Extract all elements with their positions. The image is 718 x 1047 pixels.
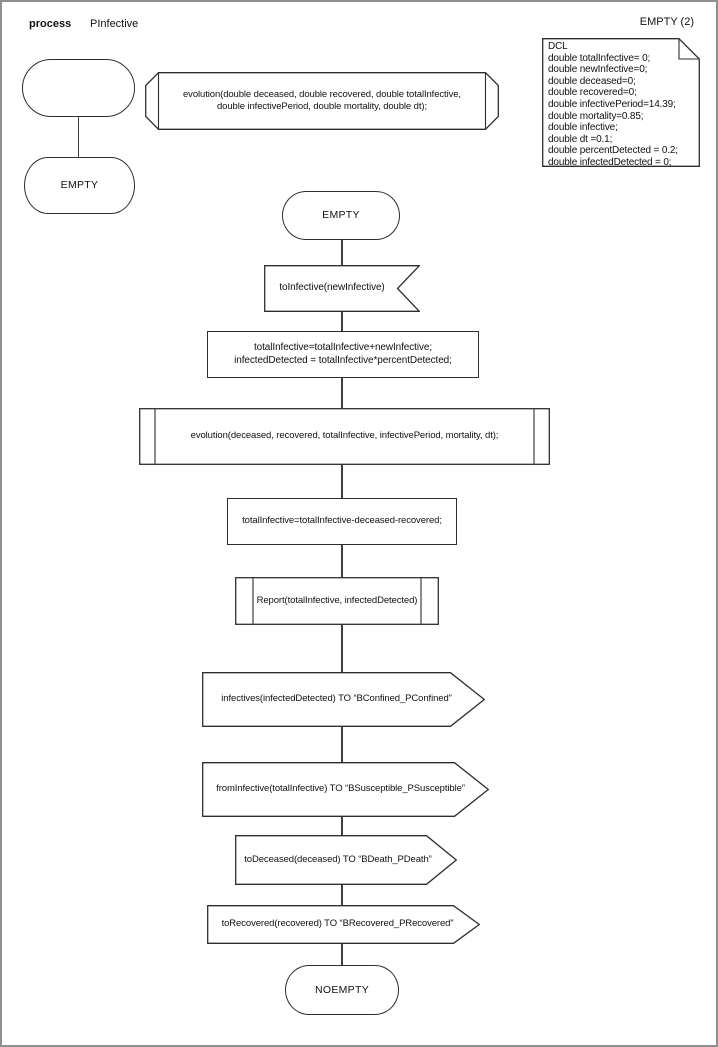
procedure-declaration-evolution[interactable]: evolution(double deceased, double recove… [145, 72, 499, 130]
output-frominfective-label: fromInfective(totalInfective) TO “BSusce… [216, 783, 465, 795]
note-outline [542, 38, 700, 167]
state-empty-initial-label: EMPTY [60, 179, 99, 192]
connector-line [341, 545, 343, 577]
task-update-totals-label: totalInfective=totalInfective+newInfecti… [234, 342, 452, 366]
output-todeceased-outline [235, 835, 457, 885]
state-empty-initial[interactable]: EMPTY [24, 157, 135, 214]
output-torecovered[interactable]: toRecovered(recovered) TO “BRecovered_PR… [207, 905, 480, 944]
output-torecovered-label: toRecovered(recovered) TO “BRecovered_PR… [221, 918, 454, 930]
connector-line [341, 240, 343, 265]
input-toinfective-label: toInfective(newInfective) [279, 282, 385, 294]
connector-line [341, 817, 343, 835]
procedure-call-outline [139, 408, 550, 465]
process-name: PInfective [90, 18, 139, 30]
input-toinfective[interactable]: toInfective(newInfective) [264, 265, 420, 312]
output-infectives[interactable]: infectives(infectedDetected) TO “BConfin… [202, 672, 485, 727]
output-todeceased-label: toDeceased(deceased) TO “BDeath_PDeath” [244, 853, 432, 865]
note-fold [678, 38, 700, 60]
procedure-call-evolution[interactable]: evolution(deceased, recovered, totalInfe… [139, 408, 550, 465]
page-label: EMPTY (2) [639, 16, 694, 28]
task-adjust-totals[interactable]: totalInfective=totalInfective-deceased-r… [227, 498, 457, 545]
connector-line [341, 312, 343, 331]
procedure-call-report-label: Report(totalInfective, infectedDetected) [256, 594, 418, 606]
procedure-declaration-label: evolution(double deceased, double recove… [183, 88, 461, 113]
state-empty-main[interactable]: EMPTY [282, 191, 400, 240]
input-outline [264, 265, 420, 312]
connector-line [77, 117, 79, 157]
output-torecovered-outline [207, 905, 480, 944]
connector-line [341, 727, 343, 762]
process-keyword: process [29, 18, 72, 30]
output-frominfective[interactable]: fromInfective(totalInfective) TO “BSusce… [202, 762, 489, 817]
connector-line [341, 885, 343, 905]
procedure-declaration-outline [145, 72, 499, 130]
connector-line [341, 378, 343, 408]
report-call-outline [235, 577, 439, 625]
output-infectives-label: infectives(infectedDetected) TO “BConfin… [221, 693, 452, 705]
connector-line [341, 625, 343, 672]
task-adjust-totals-label: totalInfective=totalInfective-deceased-r… [242, 515, 442, 527]
state-noempty[interactable]: NOEMPTY [285, 965, 399, 1015]
procedure-call-evolution-label: evolution(deceased, recovered, totalInfe… [190, 430, 499, 442]
task-update-totals[interactable]: totalInfective=totalInfective+newInfecti… [207, 331, 479, 378]
output-todeceased[interactable]: toDeceased(deceased) TO “BDeath_PDeath” [235, 835, 457, 885]
process-start-symbol[interactable] [22, 59, 135, 117]
output-frominfective-outline [202, 762, 489, 817]
state-empty-main-label: EMPTY [322, 209, 360, 222]
output-infectives-outline [202, 672, 485, 727]
state-noempty-label: NOEMPTY [314, 983, 370, 996]
connector-line [341, 465, 343, 498]
connector-line [341, 944, 343, 965]
procedure-call-report[interactable]: Report(totalInfective, infectedDetected) [235, 577, 439, 625]
